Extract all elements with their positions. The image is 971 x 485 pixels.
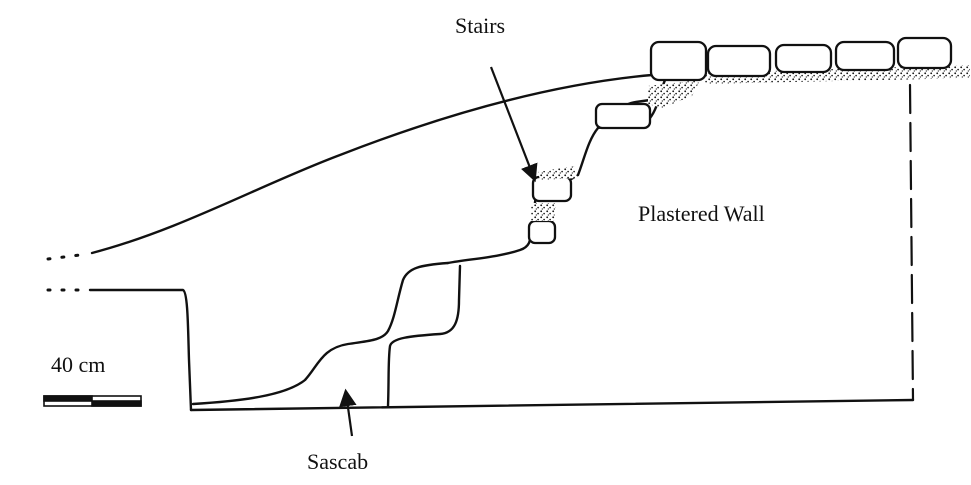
mortar-stair-lower <box>531 203 556 221</box>
floor-line <box>189 398 915 412</box>
stair-stone-lower <box>527 219 557 245</box>
coping-stone-5 <box>896 36 953 70</box>
stair-stone-middle <box>531 175 573 203</box>
coping-stone-4 <box>834 40 896 72</box>
sascab-arrow <box>339 388 357 437</box>
scale-bar <box>43 395 142 407</box>
stairs-arrow <box>489 66 538 183</box>
wall-face-dashed <box>908 83 915 402</box>
scale-label: 40 cm <box>51 352 106 377</box>
lower-terrace-line <box>88 288 193 412</box>
mortar-stair-top <box>648 80 700 108</box>
ground-surface-line <box>90 73 654 255</box>
stairs-label: Stairs <box>455 13 506 38</box>
sascab-inner-line <box>386 264 462 408</box>
stair-stone-top <box>594 102 652 130</box>
mortar-stair-middle <box>538 166 578 180</box>
coping-stone-2 <box>706 44 772 78</box>
coping-stone-3 <box>774 43 833 74</box>
plastered-wall-label: Plastered Wall <box>638 201 765 226</box>
sascab-label: Sascab <box>307 449 369 474</box>
sascab-outline <box>191 261 450 406</box>
mortar-wall-top <box>705 65 970 84</box>
coping-stone-1 <box>649 40 708 82</box>
ground-surface-dots <box>46 252 90 261</box>
